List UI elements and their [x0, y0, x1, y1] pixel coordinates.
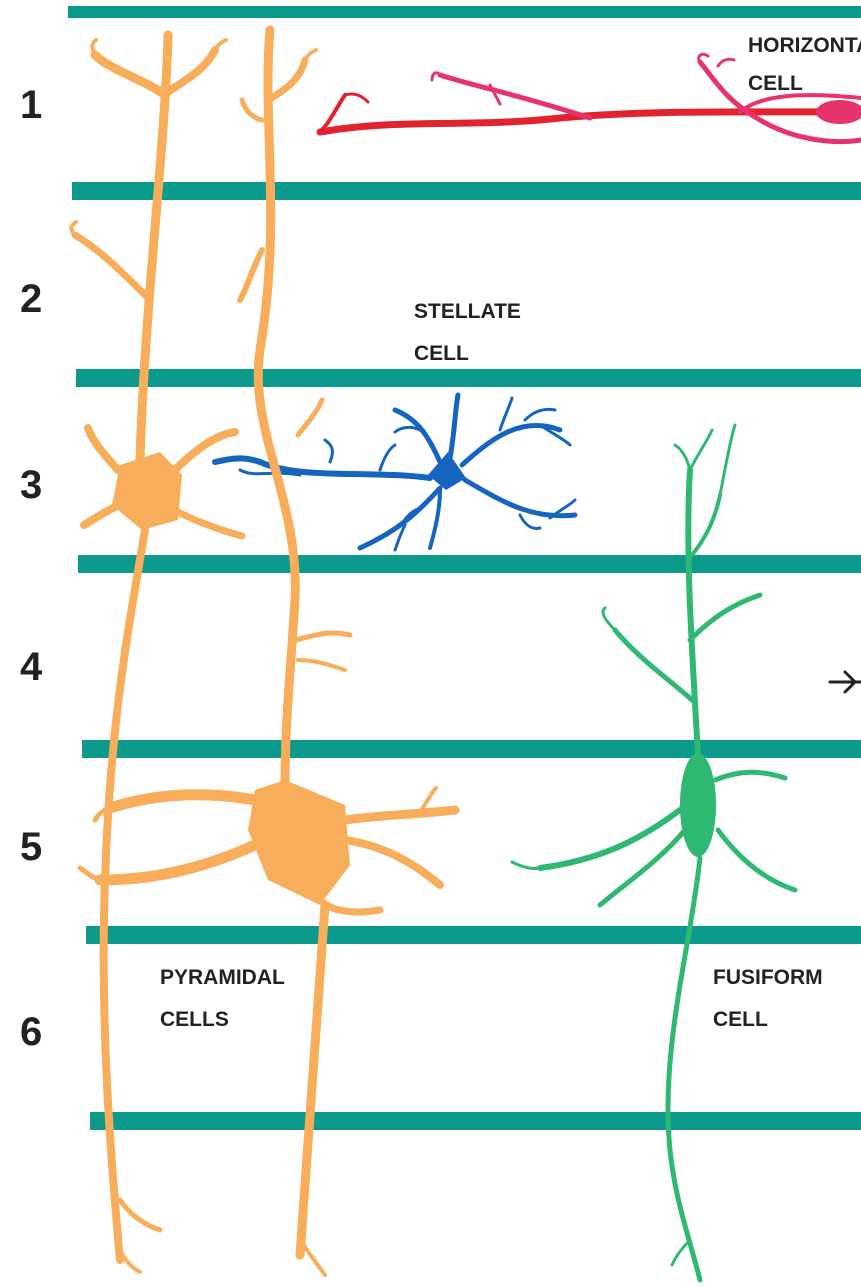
- layer-boundaries: [68, 6, 861, 1130]
- layer-line: [82, 740, 861, 758]
- layer-line: [68, 6, 861, 18]
- layer-line: [78, 555, 861, 573]
- layer-line: [86, 926, 861, 944]
- horizontal-neuron-icon: [320, 54, 861, 141]
- layer-number-2: 2: [20, 277, 42, 321]
- layer-line: [76, 369, 861, 387]
- pyramidal-cells-label: CELLS: [160, 1008, 229, 1031]
- layer-number-6: 6: [20, 1010, 42, 1054]
- horizontal-cell-label: HORIZONTA: [748, 34, 861, 57]
- arrow-mark-icon: [830, 672, 861, 692]
- pyramidal-neuron-icon: [71, 30, 455, 1275]
- stellate-cell-label: CELL: [414, 342, 469, 365]
- layer-number-5: 5: [20, 825, 42, 869]
- layer-line: [90, 1112, 861, 1130]
- stellate-neuron-icon: [215, 395, 575, 550]
- fusiform-cell-label: FUSIFORM: [713, 966, 823, 989]
- pyramidal-cells-label: PYRAMIDAL: [160, 966, 285, 989]
- layer-number-4: 4: [20, 645, 43, 689]
- layer-line: [72, 182, 861, 200]
- layer-numbers: 1 2 3 4 5 6: [20, 83, 43, 1054]
- layer-number-1: 1: [20, 83, 42, 127]
- horizontal-cell-label: CELL: [748, 72, 803, 95]
- stellate-cell-label: STELLATE: [414, 300, 521, 323]
- fusiform-neuron-icon: [512, 425, 795, 1280]
- layer-number-3: 3: [20, 463, 42, 507]
- fusiform-cell-label: CELL: [713, 1008, 768, 1031]
